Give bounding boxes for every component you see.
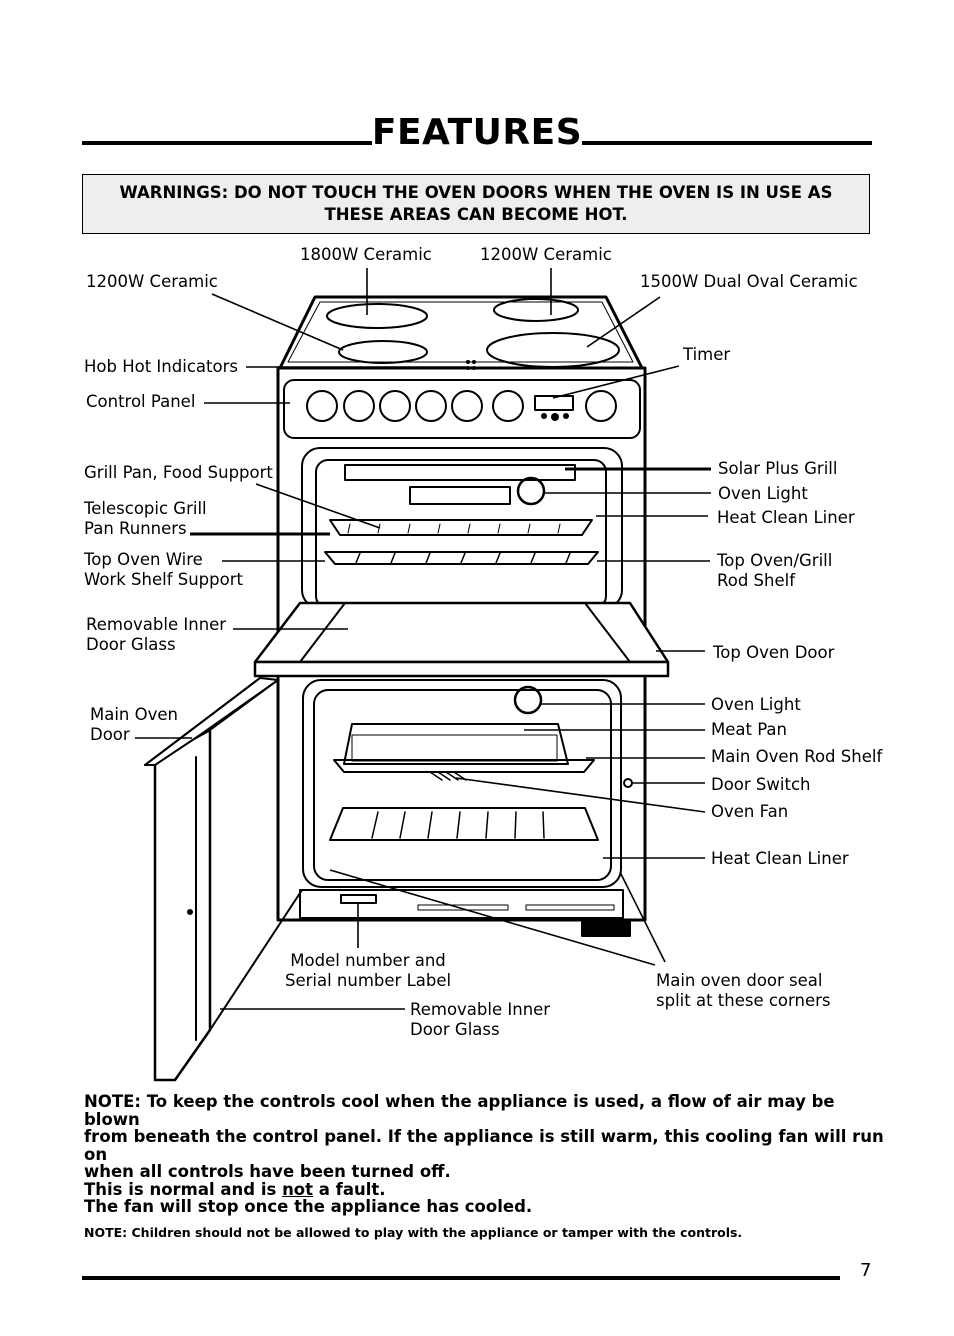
label-heat-clean-liner-main: Heat Clean Liner: [711, 849, 849, 868]
children-note: NOTE: Children should not be allowed to …: [84, 1225, 743, 1240]
hob-zone-1200-right: [493, 298, 579, 322]
title-rule-left: [82, 141, 372, 145]
label-1200w-ceramic-right: 1200W Ceramic: [480, 245, 612, 264]
grill-element: [344, 464, 576, 481]
label-heat-clean-liner-top: Heat Clean Liner: [717, 508, 855, 527]
label-door-seal: Main oven door seal split at these corne…: [656, 971, 831, 1010]
plinth: [299, 889, 624, 919]
label-timer: Timer: [683, 345, 731, 364]
control-knobs: [306, 390, 617, 422]
cooling-note-line2: from beneath the control panel. If the a…: [84, 1127, 884, 1164]
main-oven-light: [513, 685, 543, 715]
label-1500w-dual-oval: 1500W Dual Oval Ceramic: [640, 272, 858, 291]
label-grill-pan: Grill Pan, Food Support: [84, 463, 273, 482]
timer-display: [534, 395, 574, 411]
top-door-edge: [253, 660, 670, 678]
main-bottom-shelf: [329, 807, 599, 841]
top-rod-shelf: [324, 551, 599, 565]
label-door-switch: Door Switch: [711, 775, 811, 794]
hob-zone-1800: [326, 303, 428, 329]
label-top-oven-door: Top Oven Door: [713, 643, 835, 662]
cooling-note-line3: when all controls have been turned off.: [84, 1162, 451, 1181]
title-rule-right: [582, 141, 872, 145]
grill-pan-rack: [329, 519, 593, 536]
cooling-note: NOTE: To keep the controls cool when the…: [84, 1093, 884, 1216]
top-shelf-rods: [355, 552, 571, 564]
label-main-rod-shelf: Main Oven Rod Shelf: [711, 747, 883, 766]
grill-pan-slats: [347, 523, 561, 534]
main-rod-shelf: [333, 759, 595, 773]
label-inner-glass-main: Removable Inner Door Glass: [410, 1000, 551, 1039]
meat-pan: [343, 723, 569, 765]
label-inner-glass-top: Removable Inner Door Glass: [86, 615, 227, 654]
top-oven-light: [516, 476, 546, 506]
timer-buttons: [541, 413, 569, 421]
label-1800w-ceramic: 1800W Ceramic: [300, 245, 432, 264]
main-bottom-slats: [371, 811, 545, 839]
label-top-rod-shelf: Top Oven/Grill Rod Shelf: [717, 551, 833, 590]
warning-box: WARNINGS: DO NOT TOUCH THE OVEN DOORS WH…: [82, 174, 870, 234]
grill-window: [409, 486, 511, 505]
label-hob-hot-indicators: Hob Hot Indicators: [84, 357, 238, 376]
label-main-oven-door: Main Oven Door: [90, 705, 178, 744]
door-handle-dot: [187, 909, 193, 915]
label-top-wire-support: Top Oven Wire Work Shelf Support: [84, 550, 243, 589]
oven-fan-grille: [429, 771, 467, 781]
cooling-note-line4: This is normal and is not a fault.: [84, 1179, 386, 1199]
cooling-note-line1: NOTE: To keep the controls cool when the…: [84, 1092, 835, 1129]
page-title: FEATURES: [371, 112, 583, 153]
control-panel: [283, 379, 641, 439]
footer-rule: [82, 1276, 840, 1280]
label-meat-pan: Meat Pan: [711, 720, 787, 739]
label-control-panel: Control Panel: [86, 392, 196, 411]
cooling-note-line5: The fan will stop once the appliance has…: [84, 1197, 533, 1216]
main-oven-cavity: [313, 689, 612, 881]
page-number: 7: [860, 1260, 872, 1281]
hob-zone-1200-left: [338, 340, 428, 364]
label-1200w-ceramic-left: 1200W Ceramic: [86, 272, 218, 291]
label-telescopic-runners: Telescopic Grill Pan Runners: [84, 499, 207, 538]
label-model-serial: Model number and Serial number Label: [285, 951, 452, 990]
label-oven-light-main: Oven Light: [711, 695, 801, 714]
main-oven-frame: [302, 679, 622, 888]
label-oven-light-top: Oven Light: [718, 484, 808, 503]
label-solar-plus-grill: Solar Plus Grill: [718, 459, 838, 478]
foot-right: [581, 919, 631, 937]
label-oven-fan: Oven Fan: [711, 802, 789, 821]
